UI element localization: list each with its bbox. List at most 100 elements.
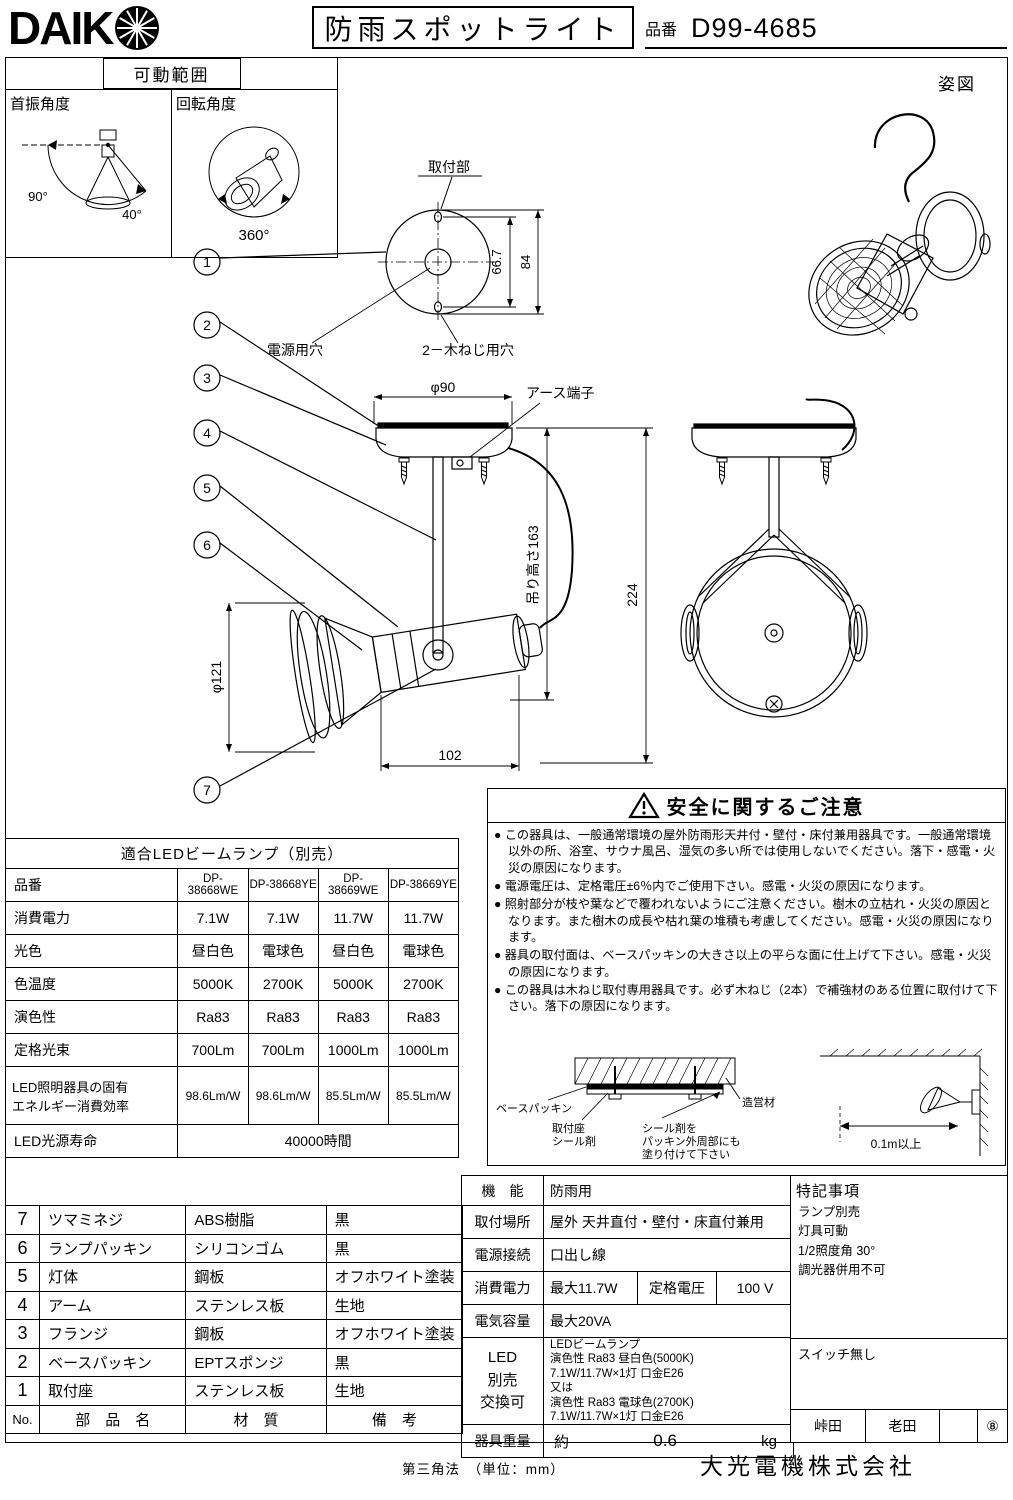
mounting-seal-diagram: [547, 1057, 741, 1121]
part-row: 6 ランプパッキン シリコンゴム 黒: [4, 1233, 464, 1263]
safety-bullet: ● この器具は木ねじ取付専用器具です。必ず木ねじ（2本）で補強材のある位置に取付…: [494, 983, 998, 1014]
parts-header-row: No. 部 品 名 材 質 備 考: [4, 1404, 464, 1434]
lamp-table: 適合LEDビームランプ（別売） 品番 DP-38668WE DP-38668YE…: [4, 838, 460, 1158]
part-note: オフホワイト塗装: [325, 1319, 464, 1349]
lamp-color-cell: 昼白色: [317, 934, 389, 968]
safety-bullet: ● 照射部分が枝や葉などで覆われないようにご注意ください。樹木の立枯れ・火災の原…: [494, 897, 994, 945]
lamp-power-cell: 11.7W: [317, 901, 389, 935]
daiko-starburst-o-icon: [115, 6, 160, 50]
part-number-label: 品番: [645, 22, 678, 39]
safety-bullet: ● 電源電圧は、定格電圧±6％内でご使用下さい。感電・火災の原因になります。: [494, 879, 932, 894]
side-view-drawing: [289, 422, 574, 744]
lamp-efficiency-cell: 98.6Lm/W: [177, 1066, 249, 1125]
spec-voltage-value: 100 V: [715, 1271, 795, 1305]
part-name: 取付座: [39, 1376, 187, 1406]
lamp-row-label: LED照明器具の固有 エネルギー消費効率: [4, 1066, 179, 1125]
spec-capacity-value: 最大20VA: [542, 1304, 795, 1338]
lamp-row-label: 品番: [4, 868, 179, 902]
lamp-flux-cell: 700Lm: [177, 1033, 249, 1067]
rotation-angle-cell: 回転角度 360°: [172, 90, 337, 257]
swing-90-label: 90°: [28, 189, 48, 204]
spec-connection-label: 電源接続: [461, 1238, 544, 1272]
rotation-360-label: 360°: [238, 227, 269, 244]
movable-range-title: 可動範囲: [102, 58, 241, 89]
approver-name: 老田: [865, 1410, 939, 1442]
lamp-row-label: 光色: [4, 934, 179, 968]
lamp-power-cell: 7.1W: [247, 901, 319, 935]
note-item: 1/2照度角 30°: [798, 1243, 876, 1258]
company-name: 大光電機株式会社: [700, 1453, 916, 1479]
lamp-cri-cell: Ra83: [177, 1000, 249, 1034]
dim-66-7-label: 66.7: [489, 249, 504, 274]
spec-location-value: 屋外 天井直付・壁付・床直付兼用: [542, 1205, 795, 1239]
part-material: 鋼板: [185, 1319, 327, 1349]
lamp-temp-cell: 5000K: [177, 967, 249, 1001]
part-note: 黒: [325, 1347, 464, 1377]
weight-approx: 約: [554, 1433, 570, 1451]
lamp-model-cell: DP-38668YE: [247, 868, 319, 902]
earth-terminal-label: アース端子: [526, 385, 594, 401]
part-row: 5 灯体 鋼板 オフホワイト塗装: [4, 1262, 464, 1292]
spec-function-value: 防雨用: [542, 1175, 795, 1206]
part-name: 灯体: [39, 1262, 187, 1292]
spec-led-value: LEDビームランプ 演色性 Ra83 昼白色(5000K) 7.1W/11.7W…: [542, 1336, 795, 1426]
part-name: ベースパッキン: [39, 1347, 187, 1377]
callout-1-number: 1: [203, 254, 211, 270]
parts-header-note: 備 考: [325, 1404, 464, 1434]
swing-angle-label: 首振角度: [10, 96, 71, 113]
swing-40-label: 40°: [122, 207, 142, 222]
safety-panel: 安全に関するご注意 ● この器具は、一般通常環境の屋外防雨形天井付・壁付・床付兼…: [487, 788, 1006, 1166]
part-material: ABS樹脂: [185, 1205, 327, 1235]
part-name: ランプパッキン: [39, 1233, 187, 1263]
spec-voltage-label: 定格電圧: [637, 1271, 717, 1305]
part-note: 黒: [325, 1205, 464, 1235]
part-note: オフホワイト塗装: [325, 1262, 464, 1292]
spec-table: 機 能 防雨用 取付場所 屋外 天井直付・壁付・床直付兼用 電源接続 口出し線 …: [461, 1175, 795, 1459]
switch-note: スイッチ無し: [798, 1347, 877, 1362]
part-number-box: 品番 D99-4685: [645, 10, 1007, 49]
hang-height-label: 吊り高さ163: [525, 525, 541, 605]
safety-bullet: ● 器具の取付面は、ベースパッキンの大きさ以上の平らな面に仕上げて下さい。感電・…: [494, 948, 992, 979]
safety-title: 安全に関するご注意: [666, 797, 865, 819]
callout-circles: [193, 248, 437, 804]
notes-panel: 特記事項 ランプ別売 灯具可動 1/2照度角 30° 調光器併用不可 スイッチ無…: [790, 1175, 1008, 1443]
seal-note-line1: シール剤を: [642, 1121, 697, 1135]
seat-seal-label: シール剤: [552, 1134, 596, 1148]
part-number-value: D99-4685: [691, 13, 818, 43]
part-material: 鋼板: [185, 1262, 327, 1292]
callout-4-number: 4: [203, 425, 211, 441]
lamp-model-cell: DP-38668WE: [177, 868, 249, 902]
part-no: 5: [4, 1262, 41, 1292]
lamp-row-label: 演色性: [4, 1000, 179, 1034]
part-note: 生地: [325, 1376, 464, 1406]
lamp-temp-cell: 5000K: [317, 967, 389, 1001]
projection-note: 第三角法 （単位：mm）: [402, 1462, 565, 1477]
callout-6-number: 6: [203, 537, 211, 553]
seal-note-line3: 塗り付けて下さい: [642, 1147, 730, 1161]
part-name: アーム: [39, 1290, 187, 1320]
dim-84-label: 84: [518, 255, 533, 269]
parts-header-no: No.: [4, 1404, 41, 1434]
part-row: 2 ベースパッキン EPTスポンジ 黒: [4, 1347, 464, 1377]
spec-function-label: 機 能: [461, 1175, 544, 1206]
clearance-label: 0.1m以上: [871, 1137, 922, 1151]
lamp-temp-cell: 2700K: [387, 967, 460, 1001]
part-row: 1 取付座 ステンレス板 生地: [4, 1376, 464, 1406]
spec-led-label: LED 別売 交換可: [461, 1336, 544, 1426]
part-row: 4 アーム ステンレス板 生地: [4, 1290, 464, 1320]
lamp-model-cell: DP-38669WE: [317, 868, 389, 902]
lamp-row-label: 定格光束: [4, 1033, 179, 1067]
part-no: 3: [4, 1319, 41, 1349]
lamp-color-cell: 電球色: [247, 934, 319, 968]
part-note: 生地: [325, 1290, 464, 1320]
safety-title-row: 安全に関するご注意: [488, 789, 1005, 823]
lamp-power-cell: 7.1W: [177, 901, 249, 935]
lamp-model-cell: DP-38669YE: [387, 868, 460, 902]
clearance-diagram: [820, 1048, 989, 1156]
callout-2-number: 2: [203, 317, 211, 333]
notes-item-list: ランプ別売 灯具可動 1/2照度角 30° 調光器併用不可: [791, 1203, 1007, 1281]
approval-row: 峠田 老田 ⑧: [791, 1409, 1007, 1442]
lamp-flux-cell: 1000Lm: [317, 1033, 389, 1067]
note-item: ランプ別売: [798, 1205, 861, 1219]
